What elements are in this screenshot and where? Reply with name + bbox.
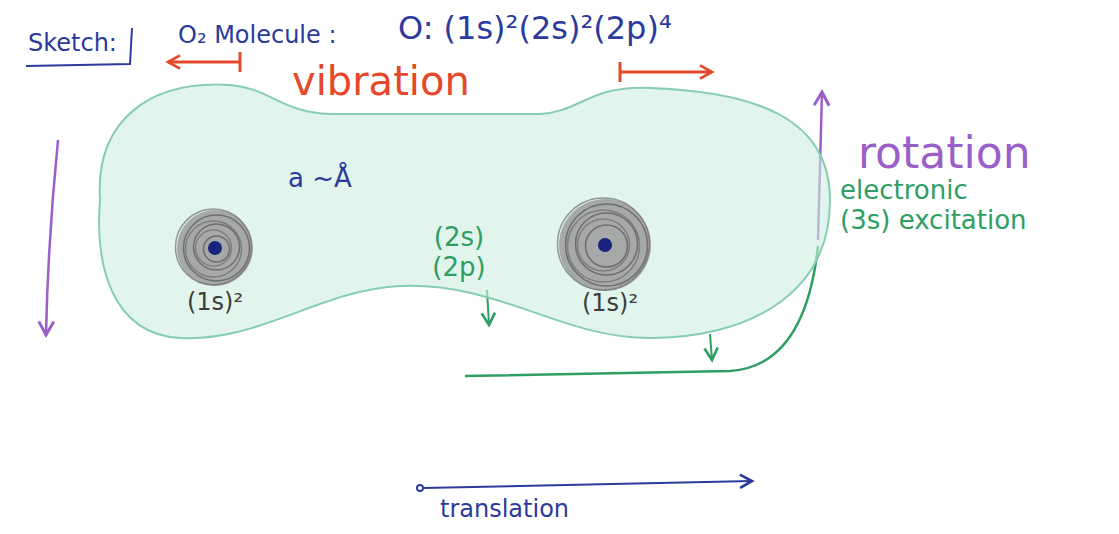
- shell-scribble: [184, 215, 250, 281]
- title-underline: [26, 28, 132, 66]
- annotation: (3s) excitation: [840, 206, 1027, 236]
- atom-core: (1s)²: [555, 195, 669, 325]
- shell-scribble: [578, 219, 630, 271]
- shell-scribble: [186, 221, 242, 277]
- shell-scribble: [194, 224, 240, 270]
- rotation-arrow: [46, 140, 58, 335]
- orbital-label: (2s) (2p): [420, 223, 498, 283]
- sketch-title: Sketch:: [28, 30, 117, 58]
- excitation-arrow: [710, 334, 712, 360]
- orbital-label: (1s)²: [555, 290, 665, 318]
- vibration-arrow: [168, 61, 240, 64]
- nucleus: [208, 241, 222, 255]
- annotation: O₂ Molecule :: [178, 22, 337, 50]
- annotation: electronic: [840, 176, 968, 206]
- orbital-label: (1s)²: [165, 289, 265, 317]
- vibration-tick: [239, 52, 242, 72]
- vibration-arrow: [620, 71, 712, 74]
- annotation: O: (1s)²(2s)²(2p)⁴: [398, 10, 672, 47]
- annotation: vibration: [292, 58, 470, 104]
- annotation: a ~Å: [288, 164, 352, 194]
- shell-scribble: [196, 230, 232, 266]
- atom-core: (1s)²: [165, 205, 269, 325]
- shell-scribble: [204, 236, 230, 262]
- translation-arrow: [423, 481, 752, 488]
- shell-scribble: [558, 198, 650, 290]
- annotation: translation: [440, 496, 569, 524]
- shell-scribble: [586, 225, 628, 267]
- shell-scribble: [576, 213, 638, 275]
- shell-scribble: [176, 209, 252, 285]
- annotation: rotation: [858, 128, 1031, 179]
- nucleus: [598, 238, 612, 252]
- cloud-outline: [99, 85, 830, 339]
- shell-scribble: [568, 210, 640, 282]
- shell-scribble: [566, 204, 648, 286]
- translation-dot: [417, 485, 423, 491]
